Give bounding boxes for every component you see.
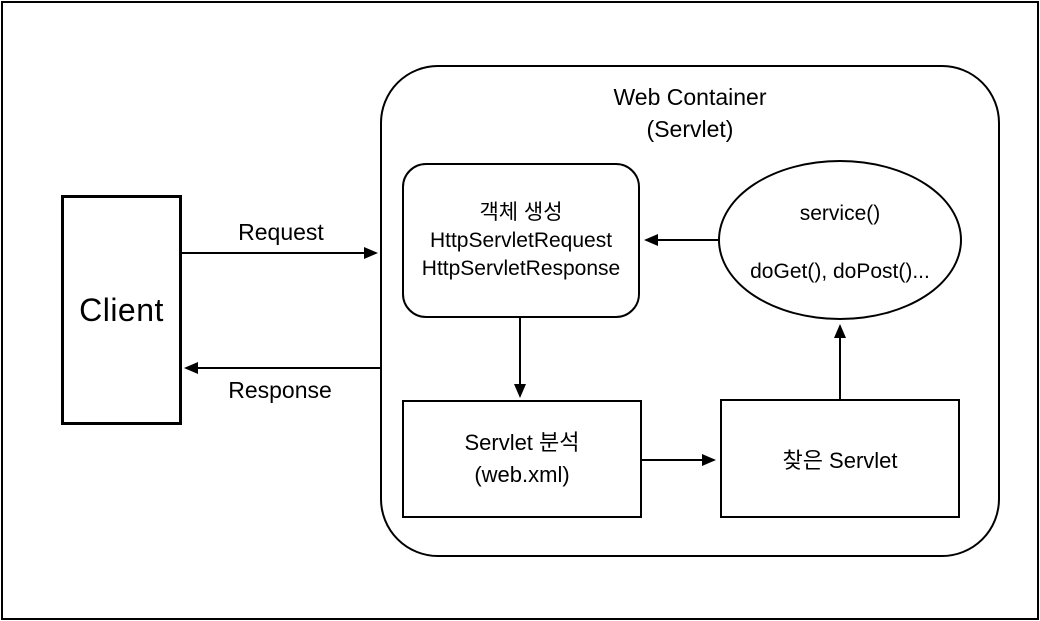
found-servlet-label: 찾은 Servlet: [782, 447, 898, 473]
client-label: Client: [79, 291, 164, 328]
found-servlet-box: 찾은 Servlet: [720, 399, 960, 518]
client-box: Client: [61, 195, 182, 425]
servlet-analysis-box: Servlet 분석 (web.xml): [402, 400, 642, 518]
service-ellipse: service() doGet(), doPost()...: [718, 160, 962, 320]
object-creation-line2: HttpServletRequest: [429, 228, 613, 252]
web-container-title-line2: (Servlet): [646, 116, 734, 142]
web-container-title: Web Container (Servlet): [382, 81, 998, 145]
object-creation-line1: 객체 생성: [479, 200, 563, 224]
service-ellipse-line2: doGet(), doPost()...: [750, 260, 930, 283]
request-label: Request: [238, 219, 324, 245]
object-creation-line3: HttpServletResponse: [421, 256, 621, 280]
web-container-title-line1: Web Container: [613, 84, 767, 110]
response-label: Response: [228, 377, 332, 403]
servlet-analysis-line2: (web.xml): [474, 462, 570, 487]
servlet-analysis-line1: Servlet 분석: [464, 430, 580, 455]
service-ellipse-line1: service(): [799, 202, 881, 225]
object-creation-box: 객체 생성 HttpServletRequest HttpServletResp…: [402, 163, 640, 318]
